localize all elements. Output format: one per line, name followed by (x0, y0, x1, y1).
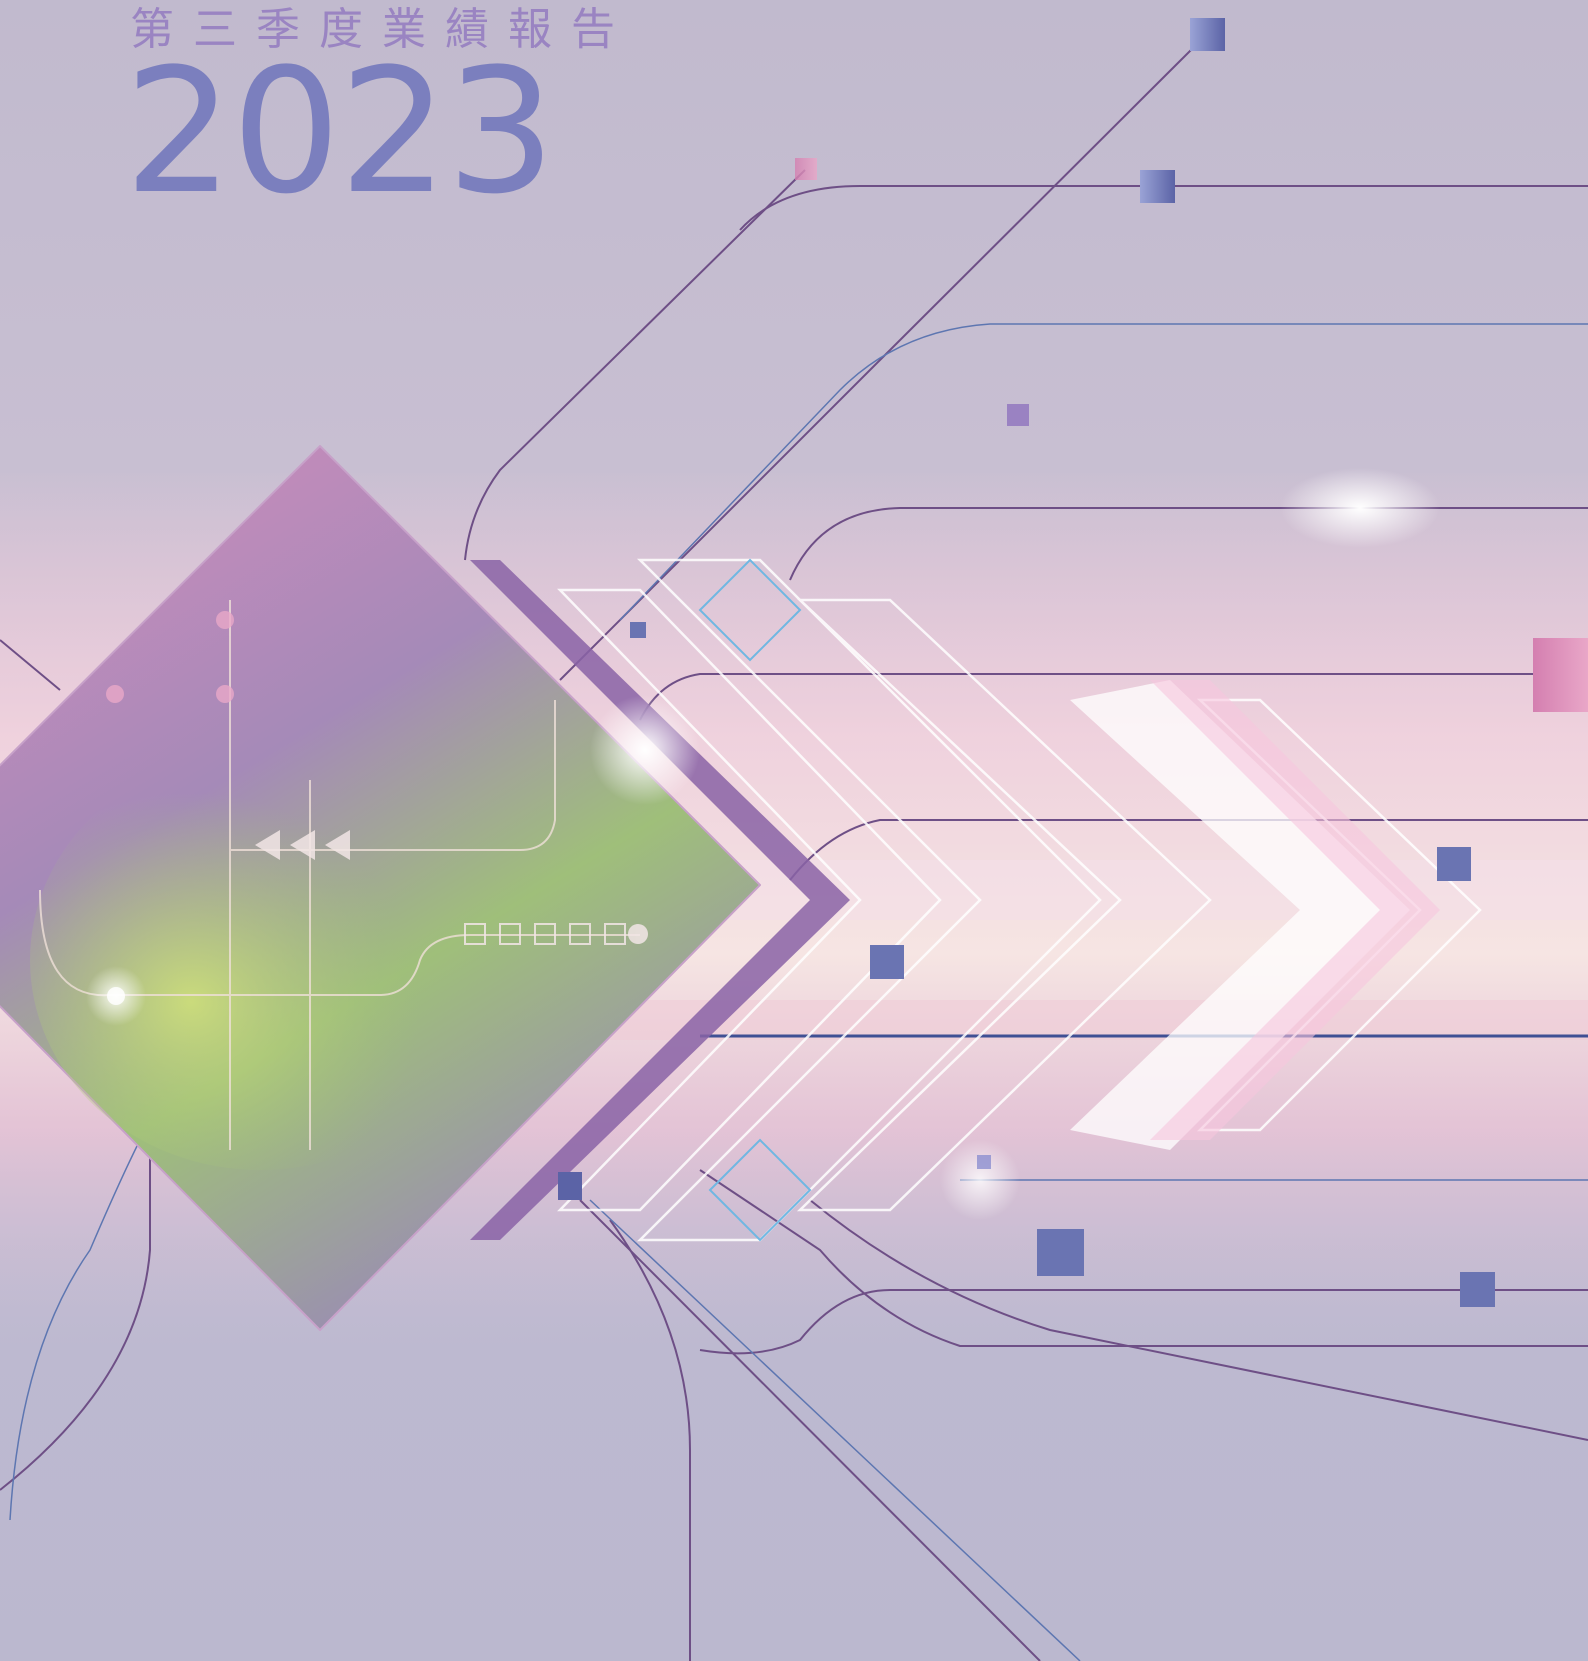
report-subtitle: 第三季度業績報告 (130, 4, 634, 55)
circuit-diamond (0, 445, 761, 1331)
lens-flare (590, 695, 700, 805)
decorative-squares (558, 18, 1588, 1307)
cover-title-block: 第三季度業績報告 2023 (124, 8, 634, 218)
report-year: 2023 (124, 31, 556, 232)
blue-diamond-outlines (698, 558, 812, 1242)
